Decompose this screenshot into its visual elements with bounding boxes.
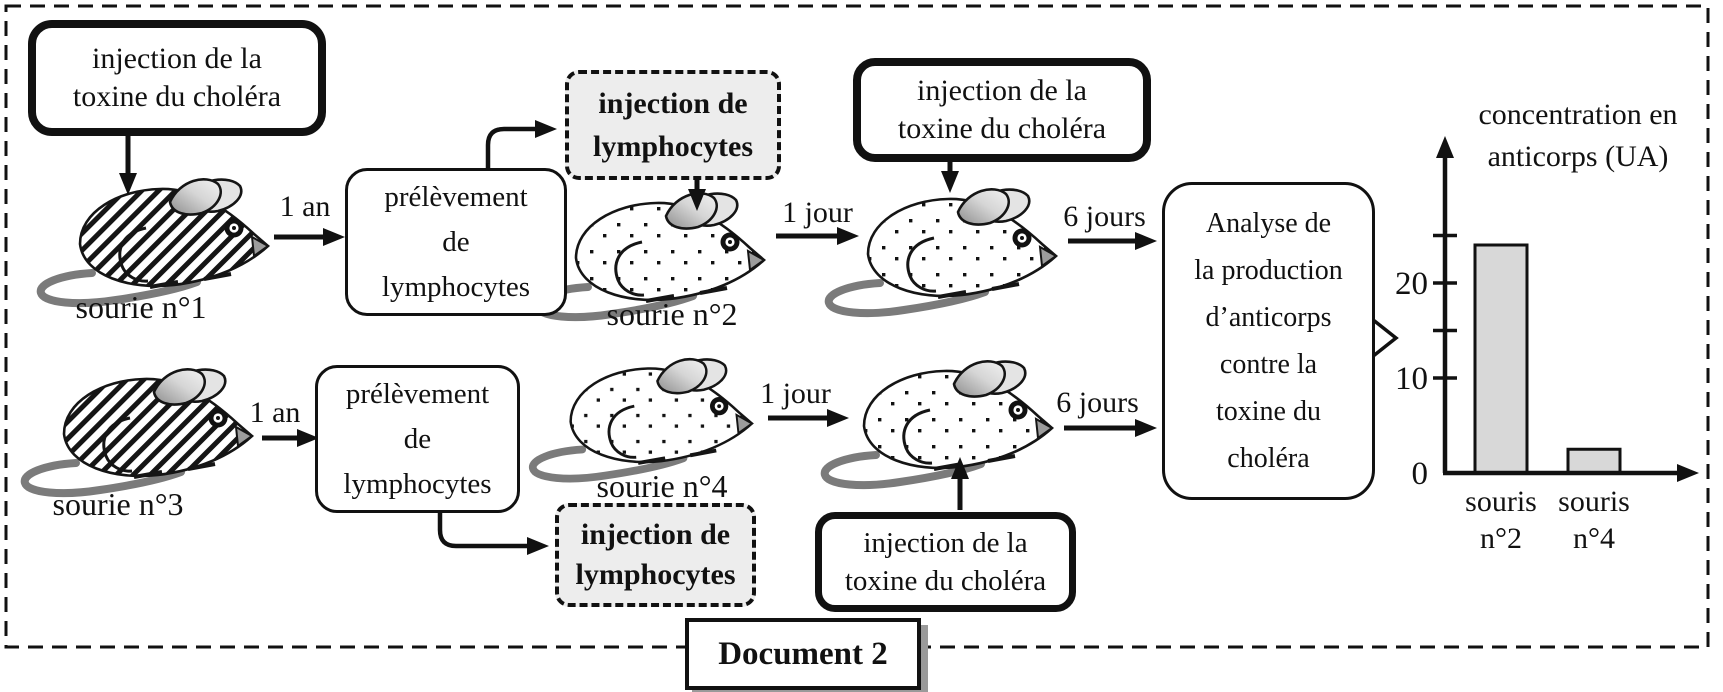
box-prelevement-top-text: prélèvement de lymphocytes <box>381 180 531 303</box>
box-prelevement-top: prélèvement de lymphocytes <box>345 168 567 316</box>
arrow-prelevement-to-lymphocytes-top <box>485 120 557 170</box>
mouse-sourie-n4-after-toxin <box>818 358 1058 498</box>
y-tick-label-10: 10 <box>1395 361 1428 397</box>
box-lymphocyte-injection-top: injection de lymphocytes <box>565 70 781 180</box>
chart-title: concentration en anticorps (UA) <box>1478 98 1678 173</box>
box-toxin-injection-top-text: injection de la toxine du choléra <box>72 42 282 113</box>
figure-label-box: Document 2 <box>685 618 921 690</box>
label-sourie-n2: sourie n°2 <box>606 296 738 332</box>
arrow-prelevement-to-lymphocytes-bottom <box>437 509 549 555</box>
box-analysis: Analyse de la production d’anticorps con… <box>1162 182 1375 500</box>
label-sourie-n1: sourie n°1 <box>75 289 207 325</box>
box-toxin-injection-top: injection de la toxine du choléra <box>28 20 326 136</box>
chart-category-souris-n4: souris n°4 <box>1558 485 1630 555</box>
mouse-sourie-n3 <box>18 366 258 506</box>
box-toxin-injection-bottom-text: injection de la toxine du choléra <box>844 527 1047 597</box>
box-analysis-text: Analyse de la production d’anticorps con… <box>1194 208 1343 474</box>
label-sourie-n3: sourie n°3 <box>52 486 184 522</box>
label-1jour-top: 1 jour <box>782 196 853 229</box>
bar-0 <box>1473 243 1529 475</box>
bar-1 <box>1566 447 1622 475</box>
box-lymphocyte-injection-bottom-text: injection de lymphocytes <box>575 518 736 591</box>
label-1an-top: 1 an <box>279 190 331 223</box>
chart-ticks: 20 10 0 <box>1395 233 1457 492</box>
label-6jours-top: 6 jours <box>1063 200 1146 233</box>
figure-label-text: Document 2 <box>718 635 888 672</box>
y-tick-label-0: 0 <box>1412 456 1429 492</box>
label-6jours-bottom: 6 jours <box>1056 386 1139 419</box>
box-lymphocyte-injection-top-text: injection de lymphocytes <box>593 87 753 163</box>
box-lymphocyte-injection-bottom: injection de lymphocytes <box>555 503 756 607</box>
chart-bars <box>1473 243 1622 475</box>
box-prelevement-bottom-text: prélèvement de lymphocytes <box>343 377 492 500</box>
label-1jour-bottom: 1 jour <box>760 377 831 410</box>
box-prelevement-bottom: prélèvement de lymphocytes <box>315 365 520 513</box>
label-1an-bottom: 1 an <box>249 396 301 429</box>
box-toxin-injection-bottom: injection de la toxine du choléra <box>815 512 1076 612</box>
box-toxin-injection-top2: injection de la toxine du choléra <box>853 58 1151 162</box>
box-toxin-injection-top2-text: injection de la toxine du choléra <box>897 74 1107 145</box>
y-tick-label-20: 20 <box>1395 266 1428 302</box>
label-sourie-n4: sourie n°4 <box>596 468 728 504</box>
